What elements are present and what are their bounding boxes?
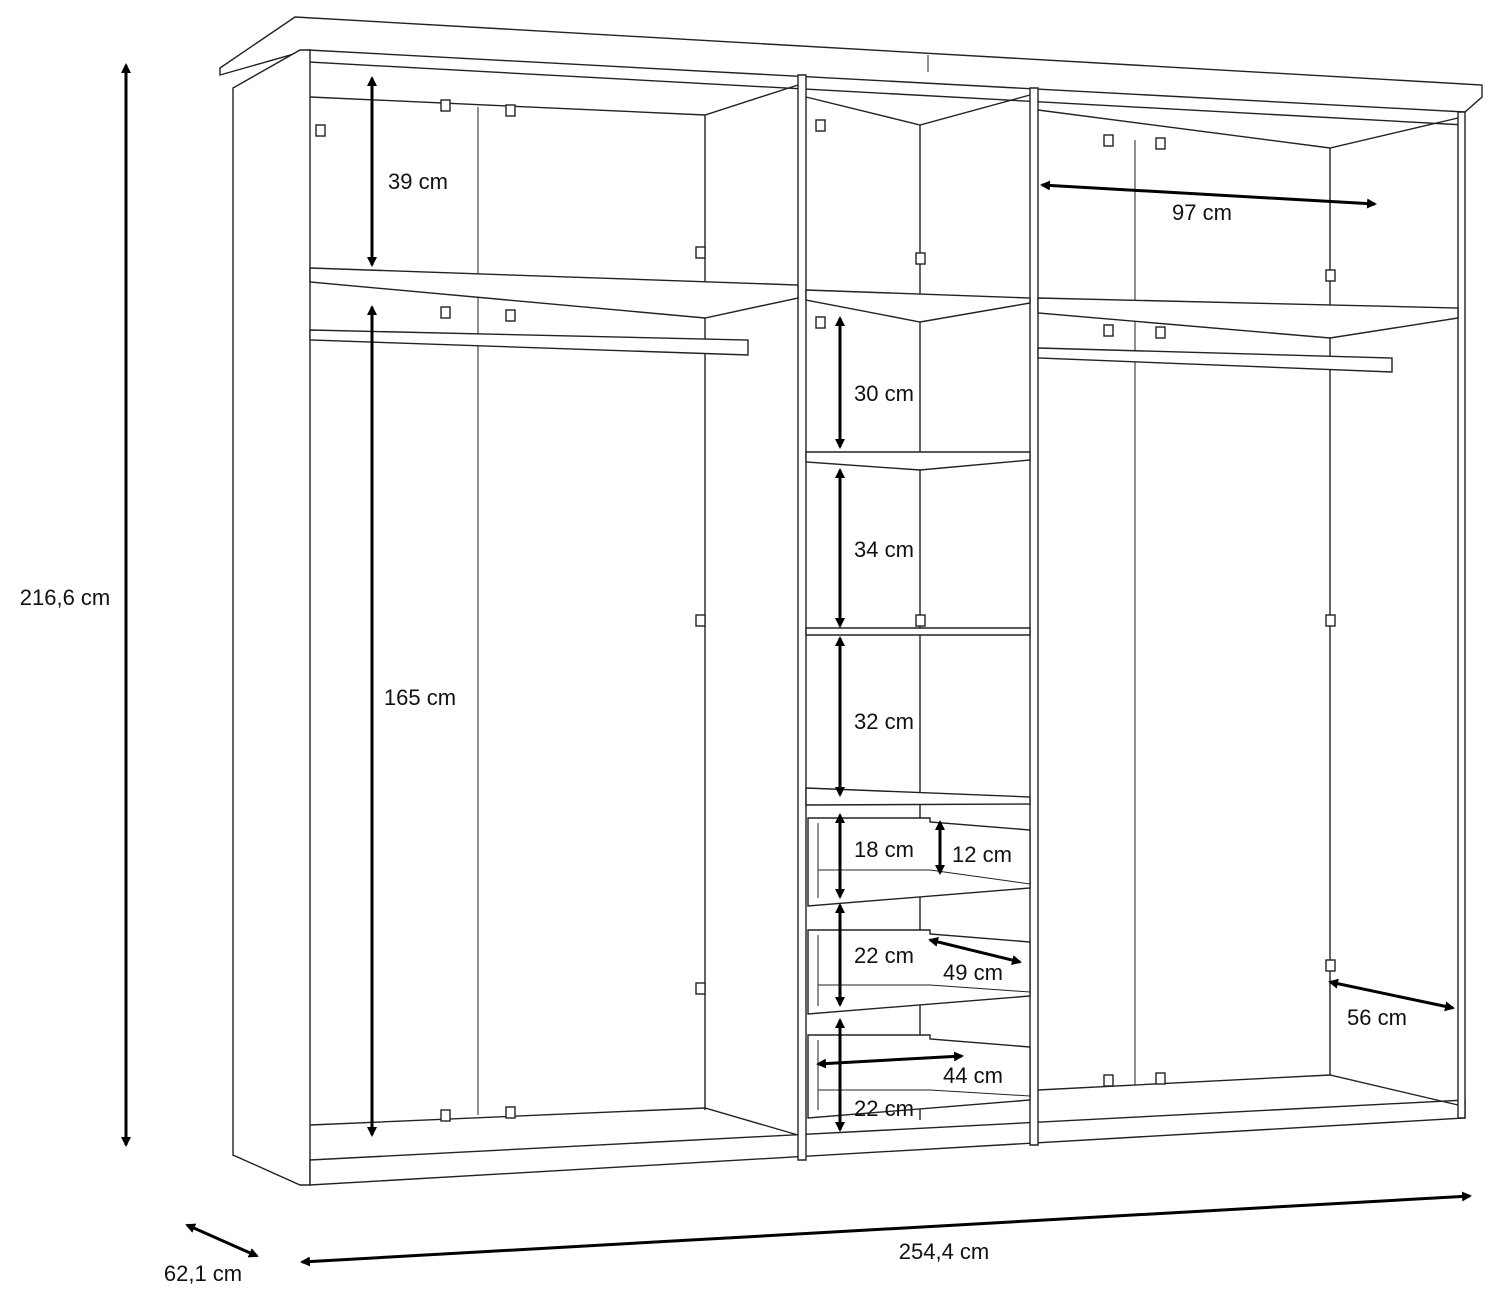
hinge-icon xyxy=(815,119,826,132)
hinge-icon xyxy=(695,982,706,995)
cornice xyxy=(219,16,1483,113)
width-arrow xyxy=(300,1191,1472,1267)
drawer-3-front-label: 22 cm xyxy=(854,1096,914,1121)
drawer-1 xyxy=(807,817,1031,907)
hinge-icon xyxy=(695,246,706,259)
right-shelf xyxy=(1037,297,1459,339)
hinge-icon xyxy=(505,104,516,117)
drawer-2-depth-label: 49 cm xyxy=(943,960,1003,985)
hinge-icon xyxy=(915,252,926,265)
hinge-icon xyxy=(440,1109,451,1122)
hinge-icon xyxy=(1103,134,1114,147)
right-depth-label: 56 cm xyxy=(1347,1005,1407,1030)
drawer-2-bottom-edge xyxy=(818,984,1031,993)
middle-shelf-2 xyxy=(805,627,1031,636)
total-width-label: 254,4 cm xyxy=(899,1239,990,1264)
middle-shelf-3-label: 32 cm xyxy=(854,709,914,734)
right-side-panel xyxy=(1457,111,1466,1119)
drawer-2-depth-arrow xyxy=(928,937,1022,965)
left-hanging-rail xyxy=(309,329,749,356)
wardrobe-structure xyxy=(219,16,1483,1186)
divider-left xyxy=(797,74,807,1161)
drawer-3-bottom-edge xyxy=(818,1089,1031,1097)
middle-shelf-3 xyxy=(805,787,1031,806)
right-depth-arrow xyxy=(1328,978,1455,1012)
hinge-icon xyxy=(815,316,826,329)
left-back-top xyxy=(309,84,799,116)
hinge-icon xyxy=(505,309,516,322)
drawer-1-front-label: 18 cm xyxy=(854,837,914,862)
hinge-icon xyxy=(1103,1074,1114,1087)
left-side-panel xyxy=(232,49,311,1186)
hinge-icon xyxy=(1103,324,1114,337)
hinge-icon xyxy=(1155,326,1166,339)
left-top-height-label: 39 cm xyxy=(388,169,448,194)
middle-shelf-1 xyxy=(805,451,1031,471)
hinge-icon xyxy=(1325,614,1336,627)
drawer-1-inner-label: 12 cm xyxy=(952,842,1012,867)
hinge-icon xyxy=(440,306,451,319)
left-bottom-edges xyxy=(309,1107,799,1136)
hinge-icon xyxy=(1325,269,1336,282)
drawer-2-front-label: 22 cm xyxy=(854,943,914,968)
middle-shelf-2-label: 34 cm xyxy=(854,537,914,562)
middle-top-shelf xyxy=(805,289,1031,323)
drawer-3-width-label: 44 cm xyxy=(943,1063,1003,1088)
hinge-icon xyxy=(440,99,451,112)
divider-right xyxy=(1029,87,1039,1146)
dimension-arrows xyxy=(121,63,1472,1267)
hinge-icon xyxy=(1155,137,1166,150)
hinge-icon xyxy=(1325,959,1336,972)
hinge-icon xyxy=(915,614,926,627)
right-back-top xyxy=(1037,109,1459,149)
hinge-icon xyxy=(695,614,706,627)
hinge-icon xyxy=(315,124,326,137)
right-width-label: 97 cm xyxy=(1172,200,1232,225)
left-shelf xyxy=(309,267,799,319)
right-bottom-edges xyxy=(1037,1074,1459,1106)
depth-arrow xyxy=(185,1223,259,1258)
right-hanging-rail xyxy=(1037,347,1393,373)
total-height-label: 216,6 cm xyxy=(20,585,111,610)
hinge-icon xyxy=(505,1106,516,1119)
drawer-1-bottom-edge xyxy=(818,869,1031,885)
total-depth-label: 62,1 cm xyxy=(164,1261,242,1286)
middle-shelf-1-label: 30 cm xyxy=(854,381,914,406)
hinge-icon xyxy=(1155,1072,1166,1085)
left-hanging-height-label: 165 cm xyxy=(384,685,456,710)
right-width-arrow xyxy=(1040,180,1377,209)
